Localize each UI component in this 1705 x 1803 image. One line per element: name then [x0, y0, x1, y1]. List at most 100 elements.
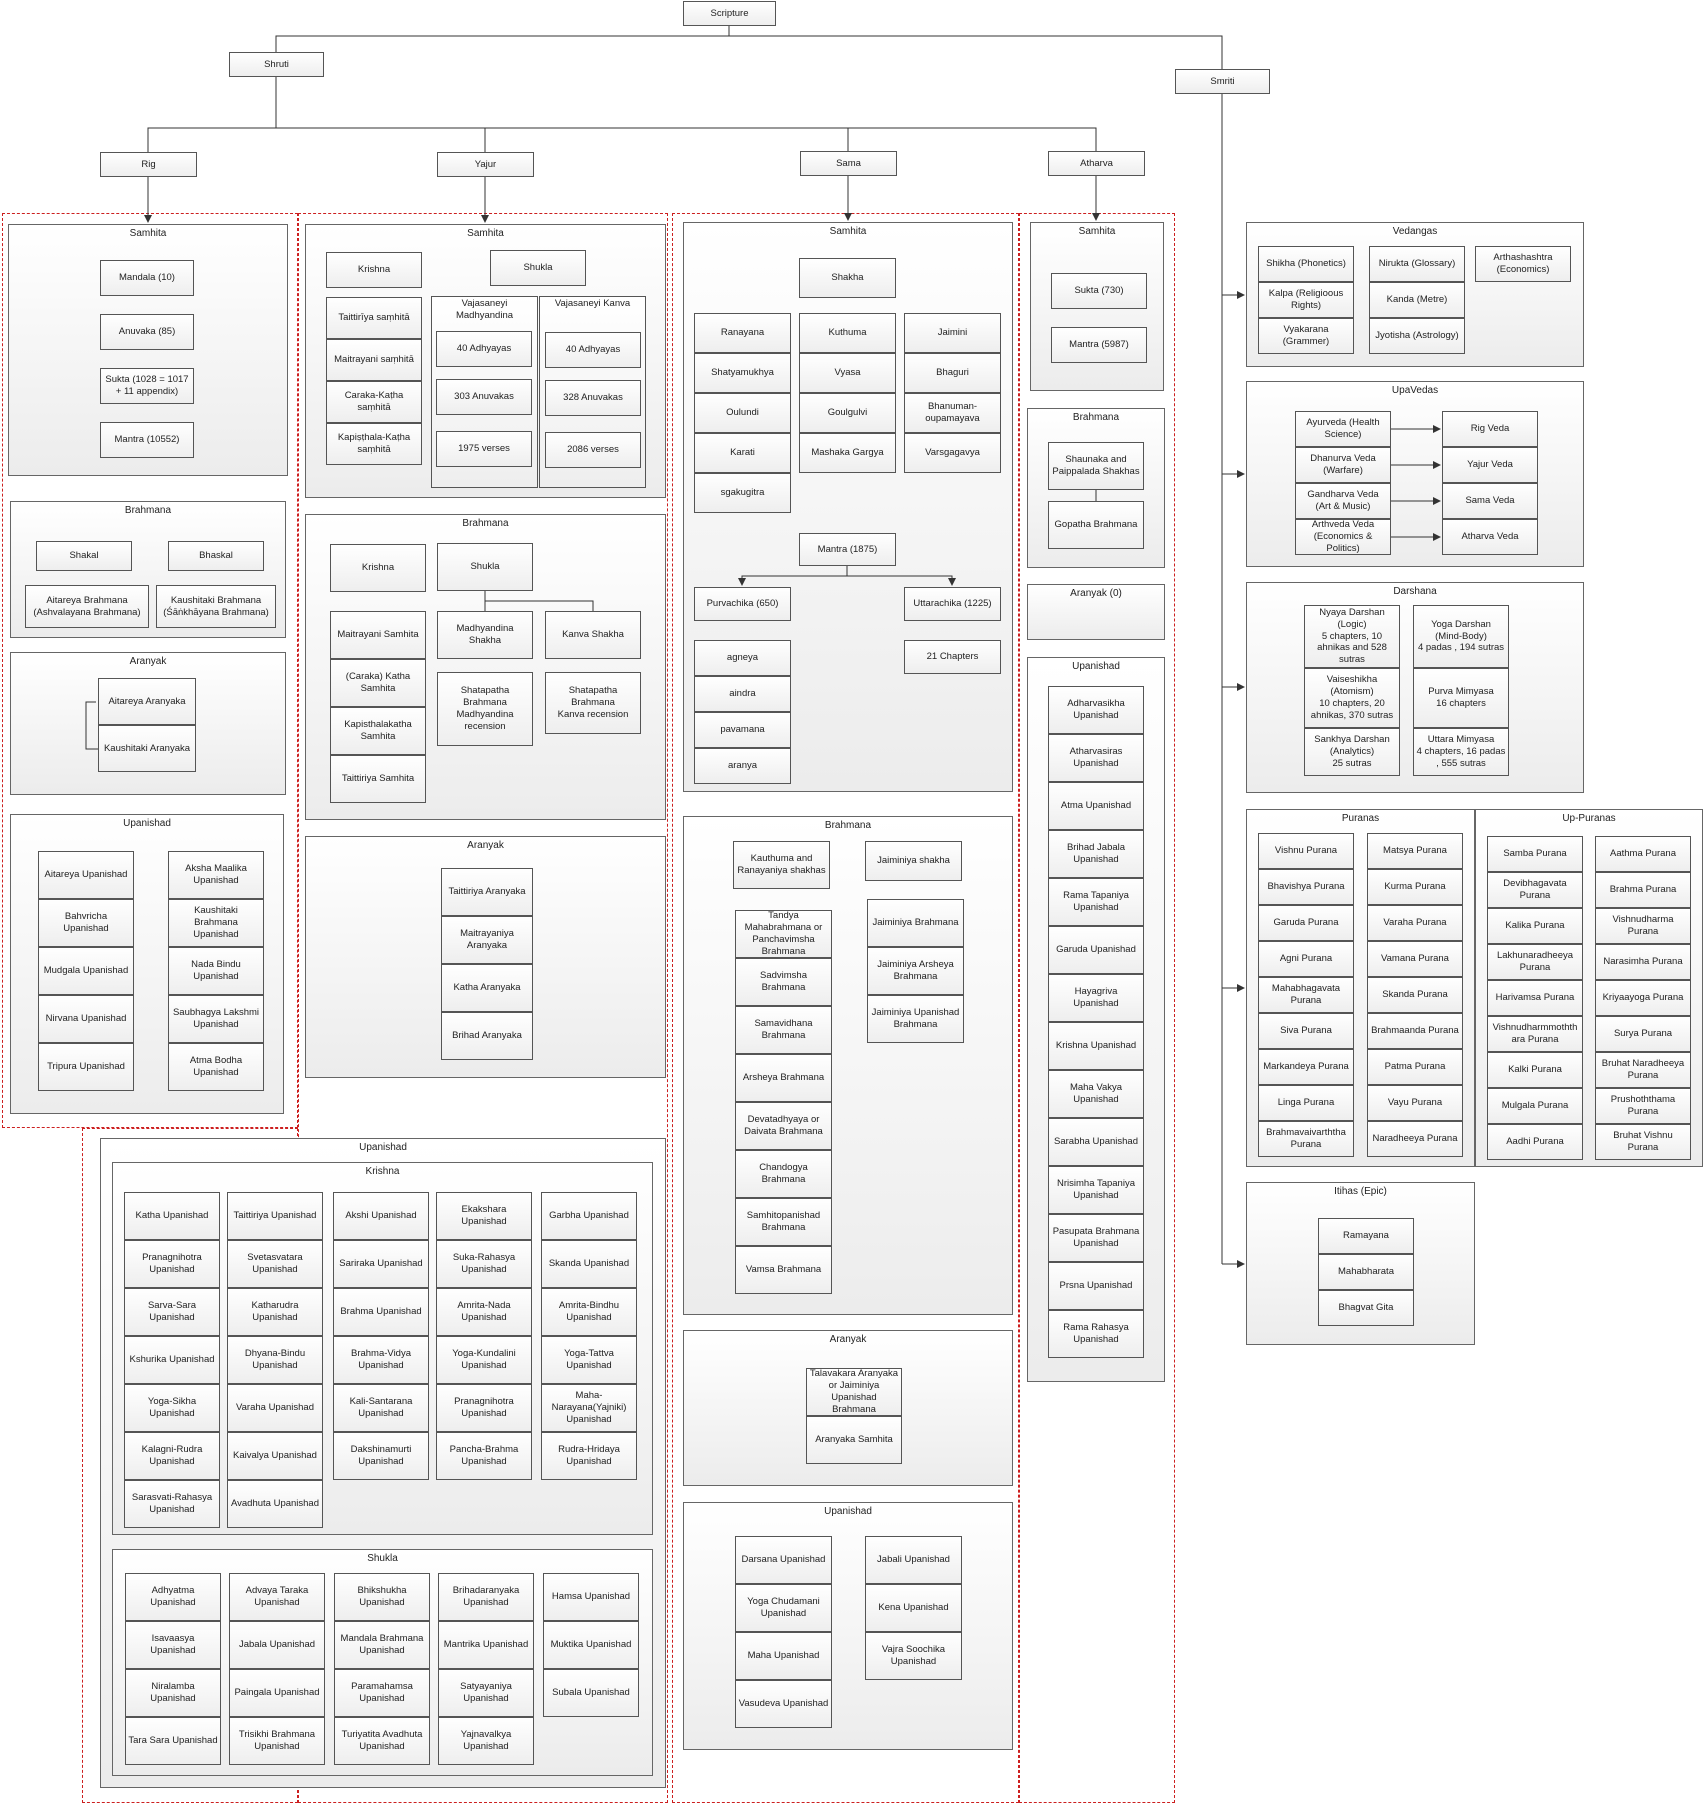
itihas-item: Mahabharata — [1318, 1254, 1414, 1290]
rig-aitareya-brahmana-box: Aitareya Brahmana (Ashvalayana Brahmana) — [25, 585, 149, 628]
sama-aranyak-panel-title: Aranyak — [829, 1334, 867, 1345]
yajur-shukla-upanishad-item: Paramahamsa Upanishad — [334, 1669, 430, 1717]
atharva-samhita-item: Mantra (5987) — [1051, 327, 1147, 363]
up-purana-item: Aadhi Purana — [1487, 1124, 1583, 1160]
vedangas-panel-title: Vedangas — [1392, 226, 1438, 237]
yajur-krishna-upanishad-item: Pancha-Brahma Upanishad — [436, 1432, 532, 1480]
sama-brahmana-left-item: Sadvimsha Brahmana — [735, 958, 832, 1006]
sama-shakha-item: Mashaka Gargya — [799, 433, 896, 473]
yajur-krishna-upanishad-item: Suka-Rahasya Upanishad — [436, 1240, 532, 1288]
rig-upanishad-item: Saubhagya Lakshmi Upanishad — [168, 995, 264, 1043]
yajur-krishna-upanishad-item: Rudra-Hridaya Upanishad — [541, 1432, 637, 1480]
up-purana-item: Harivamsa Purana — [1487, 980, 1583, 1016]
yajur-krishna-upanishad-item: Yoga-Tattva Upanishad — [541, 1336, 637, 1384]
yajur-krishna-upanishad-item: Ekakshara Upanishad — [436, 1192, 532, 1240]
yajur-shukla-upanishad-item: Turiyatita Avadhuta Upanishad — [334, 1717, 430, 1765]
yajur-krishna-upanishad-item: Dakshinamurti Upanishad — [333, 1432, 429, 1480]
yajur-krishna-upanishad-item: Varaha Upanishad — [227, 1384, 323, 1432]
yajur-aranyak-item: Maitrayaniya Aranyaka — [441, 916, 533, 964]
sama-purvachika-item: aranya — [694, 748, 791, 784]
yajur-shukla-upanishad-item: Advaya Taraka Upanishad — [229, 1573, 325, 1621]
yajur-kanva-item: 40 Adhyayas — [545, 332, 641, 368]
yajur-kanva-item: 328 Anuvakas — [545, 380, 641, 416]
rig-shakal-box: Shakal — [36, 541, 132, 571]
atharva-node: Atharva — [1048, 151, 1145, 176]
yajur-krishna-upanishad-item: Yoga-Sikha Upanishad — [124, 1384, 220, 1432]
darshana-item: Vaiseshikha (Atomism) 10 chapters, 20 ah… — [1304, 668, 1400, 728]
sama-uttarachika-box: Uttarachika (1225) — [904, 587, 1001, 621]
yajur-krishna-upanishad-item: Dhyana-Bindu Upanishad — [227, 1336, 323, 1384]
up-purana-item: Surya Purana — [1595, 1016, 1691, 1052]
up-purana-item: Bruhat Naradheeya Purana — [1595, 1052, 1691, 1088]
yajur-krishna-upanishad-item: Avadhuta Upanishad — [227, 1480, 323, 1528]
yajur-shukla-upanishad-item: Adhyatma Upanishad — [125, 1573, 221, 1621]
atharva-brahmana-panel-title: Brahmana — [1072, 412, 1120, 423]
yajur-samhita-panel-title: Samhita — [467, 228, 504, 239]
yajur-brahmana-panel-title: Brahmana — [462, 518, 509, 529]
upaveda-item: Dhanurva Veda (Warfare) — [1295, 447, 1391, 483]
yajur-krishna-upanishad-item: Taittiriya Upanishad — [227, 1192, 323, 1240]
yajur-krishna-upanishad-item: Kaivalya Upanishad — [227, 1432, 323, 1480]
atharva-upanishad-item: Brihad Jabala Upanishad — [1048, 830, 1144, 878]
yajur-madhyandina-shakha-box: Madhyandina Shakha — [437, 611, 533, 659]
up-purana-item: Bruhat Vishnu Purana — [1595, 1124, 1691, 1160]
up-purana-item: Narasimha Purana — [1595, 944, 1691, 980]
yajur-brahmana-krishna-item: (Caraka) Katha Samhita — [330, 659, 426, 707]
yajur-brahmana-krishna-box: Krishna — [330, 544, 426, 592]
vedanga-item: Shikha (Phonetics) — [1258, 246, 1354, 282]
purana-item: Garuda Purana — [1258, 905, 1354, 941]
scripture-node: Scripture — [683, 1, 776, 26]
yajur-krishna-upanishad-item: Katharudra Upanishad — [227, 1288, 323, 1336]
sama-aranyak-item: Talavakara Aranyaka or Jaiminiya Upanish… — [806, 1368, 902, 1416]
sama-upanishad-item: Yoga Chudamani Upanishad — [735, 1584, 832, 1632]
yajur-kanva-item: 2086 verses — [545, 432, 641, 468]
rig-upanishad-panel-title: Upanishad — [123, 818, 171, 829]
rig-aranyak-panel-title: Aranyak — [129, 656, 167, 667]
upaveda-item: Ayurveda (Health Science) — [1295, 411, 1391, 447]
sama-purvachika-item: pavamana — [694, 712, 791, 748]
purana-item: Siva Purana — [1258, 1013, 1354, 1049]
purana-item: Brahmavaivarththa Purana — [1258, 1121, 1354, 1157]
purana-item: Agni Purana — [1258, 941, 1354, 977]
yajur-kanva-shakha-box: Kanva Shakha — [545, 611, 641, 659]
upaveda-target-item: Rig Veda — [1442, 411, 1538, 447]
up-purana-item: Kalki Purana — [1487, 1052, 1583, 1088]
atharva-upanishad-panel-title: Upanishad — [1072, 661, 1120, 672]
rig-samhita-item: Mandala (10) — [100, 260, 194, 296]
rig-upanishad-item: Tripura Upanishad — [38, 1043, 134, 1091]
atharva-upanishad-item: Pasupata Brahmana Upanishad — [1048, 1214, 1144, 1262]
yajur-shatapatha-madhyandina-box: Shatapatha Brahmana Madhyandina recensio… — [437, 672, 533, 746]
purana-item: Patma Purana — [1367, 1049, 1463, 1085]
yajur-krishna-upanishad-item: Sarasvati-Rahasya Upanishad — [124, 1480, 220, 1528]
upaveda-item: Gandharva Veda (Art & Music) — [1295, 483, 1391, 519]
darshana-item: Purva Mimyasa 16 chapters — [1413, 668, 1509, 728]
yajur-shukla-upanishad-item: Mandala Brahmana Upanishad — [334, 1621, 430, 1669]
yajur-shukla-upanishad-item: Jabala Upanishad — [229, 1621, 325, 1669]
yajur-brahmana-krishna-item: Maitrayani Samhita — [330, 611, 426, 659]
yajur-samhita-krishna-item: Caraka-Kaṭha saṃhitā — [326, 381, 422, 423]
atharva-upanishad-item: Atma Upanishad — [1048, 782, 1144, 830]
atharva-aranyak-panel: Aranyak (0) — [1027, 584, 1165, 640]
up-purana-item: Prushoththama Purana — [1595, 1088, 1691, 1124]
sama-brahmana-right-item: Jaiminiya Upanishad Brahmana — [867, 995, 964, 1043]
upaveda-item: Arthveda Veda (Economics & Politics) — [1295, 519, 1391, 555]
sama-shakha-item: Karati — [694, 433, 791, 473]
itihas-panel-title: Itihas (Epic) — [1334, 1186, 1387, 1197]
atharva-upanishad-item: Sarabha Upanishad — [1048, 1118, 1144, 1166]
sama-brahmana-right-item: Jaiminiya Arsheya Brahmana — [867, 947, 964, 995]
yajur-krishna-upanishad-item: Sarva-Sara Upanishad — [124, 1288, 220, 1336]
sama-shakha-item: Varsgagavya — [904, 433, 1001, 473]
itihas-item: Bhagvat Gita — [1318, 1290, 1414, 1326]
rig-upanishad-item: Nada Bindu Upanishad — [168, 947, 264, 995]
up-purana-item: Mulgala Purana — [1487, 1088, 1583, 1124]
darshana-item: Nyaya Darshan (Logic) 5 chapters, 10 ahn… — [1304, 605, 1400, 668]
sama-shakha-item: sgakugitra — [694, 473, 791, 513]
purana-item: Skanda Purana — [1367, 977, 1463, 1013]
yajur-samhita-krishna-item: Taittirīya saṃhitā — [326, 297, 422, 339]
purana-item: Kurma Purana — [1367, 869, 1463, 905]
rig-samhita-item: Anuvaka (85) — [100, 314, 194, 350]
yajur-krishna-upanishad-item: Pranagnihotra Upanishad — [436, 1384, 532, 1432]
rig-aranyak-item: Kaushitaki Aranyaka — [98, 725, 196, 772]
atharva-upanishad-item: Prsna Upanishad — [1048, 1262, 1144, 1310]
rig-samhita-item: Sukta (1028 = 1017 + 11 appendix) — [100, 368, 194, 404]
